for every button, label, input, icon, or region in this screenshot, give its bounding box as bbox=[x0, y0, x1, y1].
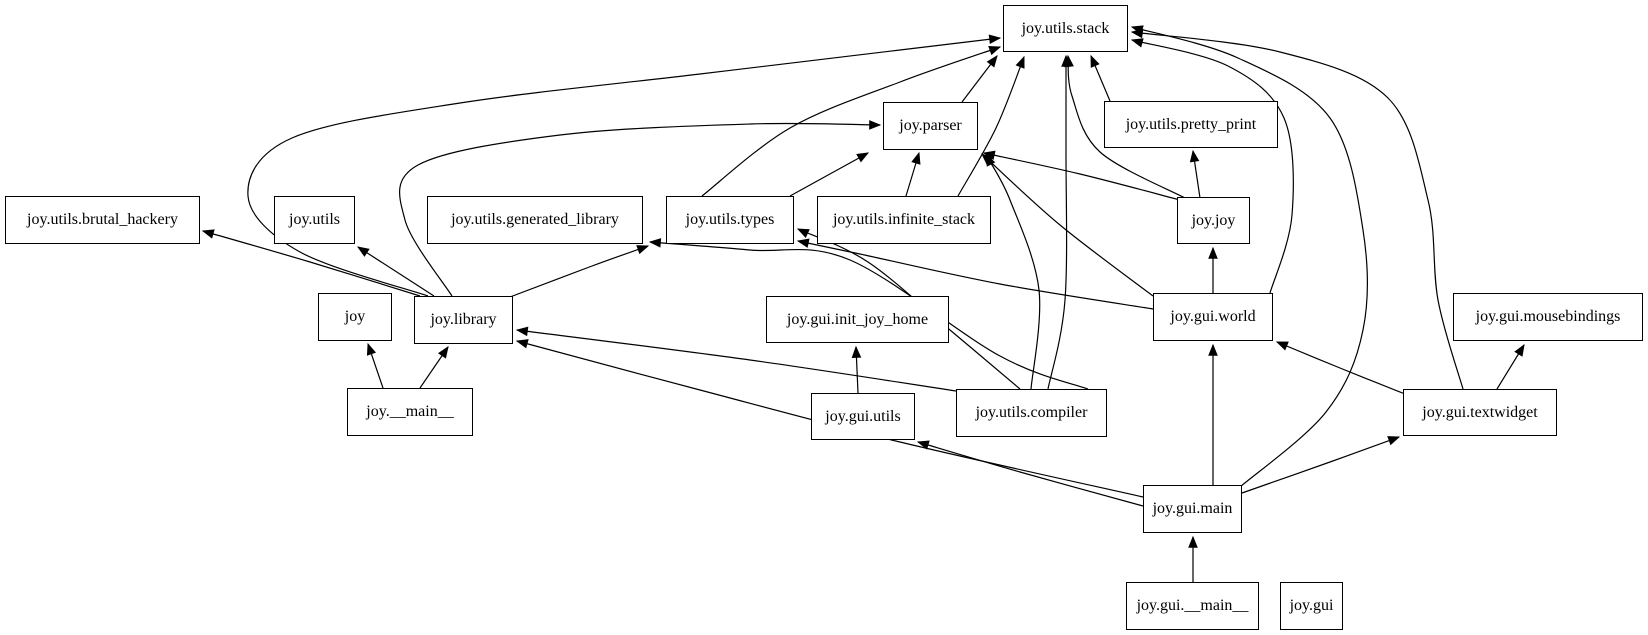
edge-joy-library-to-joy-utils-generated-library bbox=[509, 245, 650, 298]
edge-joy-gui-textwidget-to-joy-gui-mousebindings bbox=[1496, 343, 1525, 390]
node-joy-utils-pretty-print: joy.utils.pretty_print bbox=[1104, 101, 1278, 148]
edge-joy-utils-compiler-to-joy-utils-generated-library bbox=[648, 238, 1089, 390]
edge-joy-utils-compiler-to-joy-library bbox=[515, 326, 957, 392]
node-joy-main: joy.__main__ bbox=[347, 388, 473, 436]
edge-joy-joy-to-joy-utils-stack bbox=[1064, 54, 1186, 199]
node-joy-gui-main: joy.gui.main bbox=[1143, 485, 1242, 533]
edge-joy-library-to-joy-utils bbox=[356, 246, 435, 297]
node-joy: joy bbox=[318, 293, 392, 341]
edge-joy-utils-pretty-print-to-joy-utils-stack bbox=[1090, 54, 1111, 102]
node-joy-parser: joy.parser bbox=[883, 102, 978, 150]
edge-joy-main-to-joy bbox=[366, 342, 384, 389]
node-joy-gui-main: joy.gui.__main__ bbox=[1126, 582, 1259, 630]
node-joy-utils-brutal-hackery: joy.utils.brutal_hackery bbox=[5, 196, 200, 244]
edge-joy-utils-compiler-to-joy-parser bbox=[985, 153, 1041, 390]
node-joy-gui-init-joy-home: joy.gui.init_joy_home bbox=[766, 296, 949, 343]
node-joy-gui: joy.gui bbox=[1280, 582, 1343, 630]
edge-joy-utils-infinite-stack-to-joy-utils-stack bbox=[957, 55, 1025, 197]
edge-joy-gui-utils-to-joy-gui-init-joy-home bbox=[851, 345, 862, 394]
edge-joy-library-to-joy-parser bbox=[398, 120, 882, 297]
node-joy-utils-stack: joy.utils.stack bbox=[1003, 5, 1128, 52]
edge-joy-utils-types-to-joy-utils-stack bbox=[701, 46, 1002, 197]
node-joy-gui-mousebindings: joy.gui.mousebindings bbox=[1453, 293, 1643, 341]
edge-joy-library-to-joy-utils-stack bbox=[247, 34, 1002, 297]
edge-joy-library-to-joy-utils-brutal-hackery bbox=[201, 229, 421, 297]
edge-joy-gui-textwidget-to-joy-utils-stack bbox=[1130, 28, 1464, 390]
edge-joy-gui-world-to-joy-utils-stack bbox=[1130, 38, 1294, 294]
edge-joy-gui-main-to-joy-gui-utils bbox=[916, 440, 1144, 507]
edge-joy-gui-main-to-joy-library bbox=[515, 339, 1144, 498]
edge-joy-utils-infinite-stack-to-joy-parser bbox=[905, 151, 921, 197]
node-joy-library: joy.library bbox=[414, 296, 513, 344]
node-joy-gui-textwidget: joy.gui.textwidget bbox=[1403, 389, 1557, 436]
node-joy-gui-utils: joy.gui.utils bbox=[811, 393, 915, 440]
edge-joy-gui-world-to-joy-parser bbox=[981, 153, 1154, 297]
edge-joy-utils-compiler-to-joy-utils-stack bbox=[1047, 54, 1071, 390]
node-joy-utils: joy.utils bbox=[274, 196, 355, 244]
edge-joy-gui-main-to-joy-gui-textwidget bbox=[1241, 436, 1401, 494]
node-joy-utils-compiler: joy.utils.compiler bbox=[956, 389, 1107, 437]
node-joy-utils-infinite-stack: joy.utils.infinite_stack bbox=[817, 196, 991, 244]
node-joy-utils-generated-library: joy.utils.generated_library bbox=[427, 196, 643, 244]
edge-joy-parser-to-joy-utils-stack bbox=[961, 55, 998, 103]
node-joy-joy: joy.joy bbox=[1177, 197, 1250, 244]
edge-joy-gui-textwidget-to-joy-gui-world bbox=[1275, 341, 1406, 395]
edge-joy-gui-main-to-joy-utils-stack bbox=[1130, 25, 1368, 488]
edge-joy-main-to-joy-library bbox=[419, 346, 449, 389]
edge-joy-utils-types-to-joy-parser bbox=[789, 152, 870, 197]
edge-joy-joy-to-joy-parser bbox=[982, 150, 1181, 201]
edge-joy-joy-to-joy-utils-pretty-print bbox=[1189, 149, 1201, 199]
edge-joy-gui-world-to-joy-utils-types bbox=[796, 238, 1154, 310]
node-joy-gui-world: joy.gui.world bbox=[1153, 293, 1273, 341]
node-joy-utils-types: joy.utils.types bbox=[666, 196, 794, 244]
